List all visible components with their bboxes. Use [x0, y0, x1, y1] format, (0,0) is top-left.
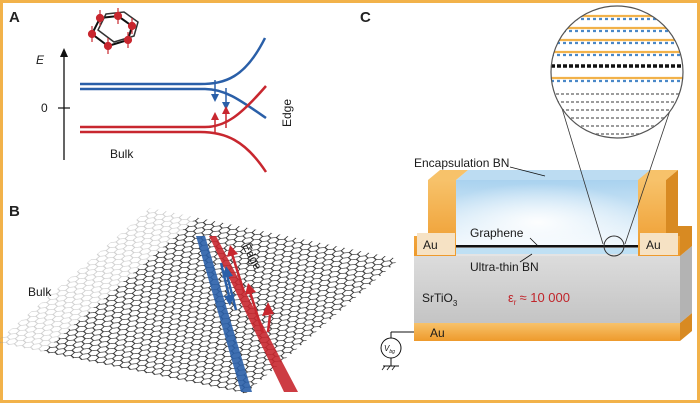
voltage-label: V	[384, 344, 390, 353]
encapsulation-bn-top-face	[456, 170, 650, 180]
zoom-inset	[550, 5, 684, 257]
panel-c: C	[360, 5, 692, 371]
edge-label-a: Edge	[280, 99, 294, 127]
graphene-layer	[456, 245, 638, 248]
blue-band-lower	[80, 87, 267, 120]
encapsulation-bn-label: Encapsulation BN	[414, 156, 509, 170]
bottom-au-layer	[414, 323, 680, 341]
au-right-label: Au	[646, 238, 661, 252]
zero-label: 0	[41, 101, 48, 115]
back-gate-voltage-source: Vbg	[380, 331, 414, 371]
au-contact-left	[414, 170, 468, 256]
svg-text:Vbg: Vbg	[384, 344, 395, 355]
ultrathin-bn-label: Ultra-thin BN	[470, 260, 539, 274]
panel-c-letter: C	[360, 9, 371, 26]
hexagon-spin-molecule	[87, 8, 139, 54]
bulk-label-a: Bulk	[110, 147, 134, 161]
au-contact-right	[638, 170, 692, 256]
red-band-upper	[80, 85, 267, 129]
epsilon-label: εr≈ 10 000	[508, 290, 570, 307]
au-left-label: Au	[423, 238, 438, 252]
srtio3-label: SrTiO3	[422, 291, 458, 308]
ultrathin-bn-layer	[456, 248, 638, 254]
panel-b: B Bulk Edge	[0, 203, 400, 394]
graphene-label: Graphene	[470, 226, 524, 240]
edge-beams	[196, 236, 298, 392]
blue-band-upper	[80, 37, 267, 86]
srtio3-substrate	[414, 256, 680, 323]
edge-spin-arrows	[211, 80, 230, 134]
panel-a: A E 0	[9, 8, 294, 173]
au-bottom-label: Au	[430, 326, 445, 340]
energy-axis-arrowhead	[60, 48, 68, 57]
bulk-label-b: Bulk	[28, 285, 52, 299]
red-band-lower	[80, 130, 268, 173]
energy-axis-label: E	[36, 53, 45, 67]
panel-b-letter: B	[9, 203, 20, 220]
panel-a-letter: A	[9, 9, 20, 26]
